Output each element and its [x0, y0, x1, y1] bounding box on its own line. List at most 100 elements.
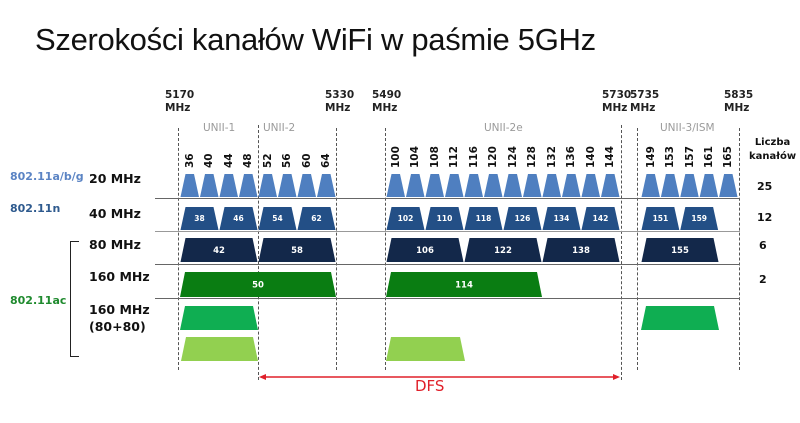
width-label-20mhz: 20 MHz	[89, 171, 141, 186]
protocol-label-80211n: 802.11n	[10, 202, 61, 215]
channel-20mhz-100	[386, 174, 405, 197]
row-separator-160	[155, 298, 740, 299]
band-label-unii-3-ism: UNII-3/ISM	[660, 122, 715, 134]
80211ac-bracket	[70, 241, 79, 357]
width-label-160mhz-80p80: 160 MHz(80+80)	[89, 302, 150, 334]
channel-80p80-secondary-unii1	[181, 337, 258, 361]
width-label-80mhz: 80 MHz	[89, 237, 141, 252]
svg-text:110: 110	[437, 214, 453, 223]
channel-40mhz-62: 62	[297, 207, 336, 230]
svg-text:54: 54	[272, 214, 282, 223]
channel-20mhz-40	[200, 174, 219, 197]
channel-20mhz-60	[297, 174, 316, 197]
boundary-5170	[178, 128, 179, 370]
channel-160mhz-50: 50	[180, 272, 336, 297]
svg-text:159: 159	[691, 214, 707, 223]
channel-40mhz-54: 54	[258, 207, 297, 230]
channel-160mhz-114: 114	[386, 272, 542, 297]
channel-20mhz-56	[278, 174, 297, 197]
page-title: Szerokości kanałów WiFi w paśmie 5GHz	[35, 22, 596, 57]
channel-40mhz-134: 134	[542, 207, 581, 230]
boundary-5490	[385, 128, 386, 370]
svg-text:155: 155	[671, 246, 689, 256]
width-label-160mhz: 160 MHz	[89, 269, 150, 284]
channel-40mhz-118: 118	[464, 207, 503, 230]
boundary-5835	[739, 128, 740, 370]
protocol-label-80211abg: 802.11a/b/g	[10, 170, 84, 183]
channel-20mhz-48	[239, 174, 258, 197]
svg-text:106: 106	[416, 246, 434, 256]
channel-80mhz-106: 106	[386, 238, 464, 262]
svg-text:134: 134	[554, 214, 570, 223]
channel-20mhz-112	[445, 174, 464, 197]
channel-80p80-primary-unii3	[641, 306, 719, 330]
row-separator-80	[155, 264, 740, 265]
channel-20mhz-136	[562, 174, 581, 197]
channel-20mhz-128	[523, 174, 542, 197]
channel-40mhz-46: 46	[219, 207, 258, 230]
channel-80mhz-138: 138	[542, 238, 620, 262]
svg-text:142: 142	[593, 214, 609, 223]
channel-80mhz-122: 122	[464, 238, 542, 262]
boundary-5735	[637, 128, 638, 370]
svg-text:138: 138	[572, 246, 590, 256]
channel-20mhz-64	[317, 174, 336, 197]
channel-20mhz-132	[542, 174, 561, 197]
svg-text:62: 62	[311, 214, 321, 223]
width-label-40mhz: 40 MHz	[89, 206, 141, 221]
channel-20mhz-153	[660, 174, 680, 197]
channel-20mhz-36	[180, 174, 199, 197]
channel-20mhz-140	[581, 174, 600, 197]
svg-text:102: 102	[398, 214, 414, 223]
channel-20mhz-157	[680, 174, 699, 197]
band-label-unii-2e: UNII-2e	[484, 122, 523, 134]
channel-40mhz-142: 142	[581, 207, 620, 230]
row-separator-40	[155, 231, 740, 232]
protocol-label-80211ac: 802.11ac	[10, 294, 67, 307]
svg-text:151: 151	[653, 214, 669, 223]
dfs-range-arrow	[259, 374, 620, 380]
channel-count-20mhz: 25	[757, 180, 773, 193]
band-label-unii-1: UNII-1	[203, 122, 236, 134]
svg-text:122: 122	[494, 246, 512, 256]
channel-20mhz-120	[484, 174, 503, 197]
channel-40mhz-38: 38	[180, 207, 219, 230]
svg-text:50: 50	[252, 281, 264, 291]
boundary-5330	[336, 128, 337, 370]
channel-count-160mhz: 2	[759, 273, 767, 286]
band-label-unii-2: UNII-2	[263, 122, 296, 134]
channel-40mhz-110: 110	[425, 207, 464, 230]
channel-20mhz-149	[641, 174, 660, 197]
channel-count-80mhz: 6	[759, 239, 767, 252]
svg-text:58: 58	[291, 246, 303, 256]
channel-40mhz-151: 151	[641, 207, 680, 230]
boundary-5730	[621, 125, 622, 380]
channel-20mhz-108	[425, 174, 444, 197]
channel-20mhz-116	[464, 174, 483, 197]
svg-text:118: 118	[476, 214, 492, 223]
channel-count-40mhz: 12	[757, 211, 773, 224]
svg-text:38: 38	[194, 214, 204, 223]
channel-80mhz-42: 42	[180, 238, 258, 262]
channel-20mhz-161	[699, 174, 719, 197]
svg-text:114: 114	[455, 281, 473, 291]
channel-80p80-primary-unii1	[180, 306, 258, 330]
channel-40mhz-126: 126	[503, 207, 542, 230]
channel-40mhz-159: 159	[680, 207, 719, 230]
channel-20mhz-165	[719, 174, 738, 197]
boundary-unii1-unii2	[258, 125, 259, 380]
svg-text:126: 126	[515, 214, 531, 223]
channel-80mhz-58: 58	[258, 238, 336, 262]
channel-80p80-secondary-unii2e	[386, 337, 465, 361]
channel-20mhz-144	[601, 174, 620, 197]
channel-20mhz-52	[258, 174, 277, 197]
svg-text:42: 42	[213, 246, 225, 256]
channel-20mhz-124	[503, 174, 522, 197]
channel-20mhz-44	[219, 174, 238, 197]
